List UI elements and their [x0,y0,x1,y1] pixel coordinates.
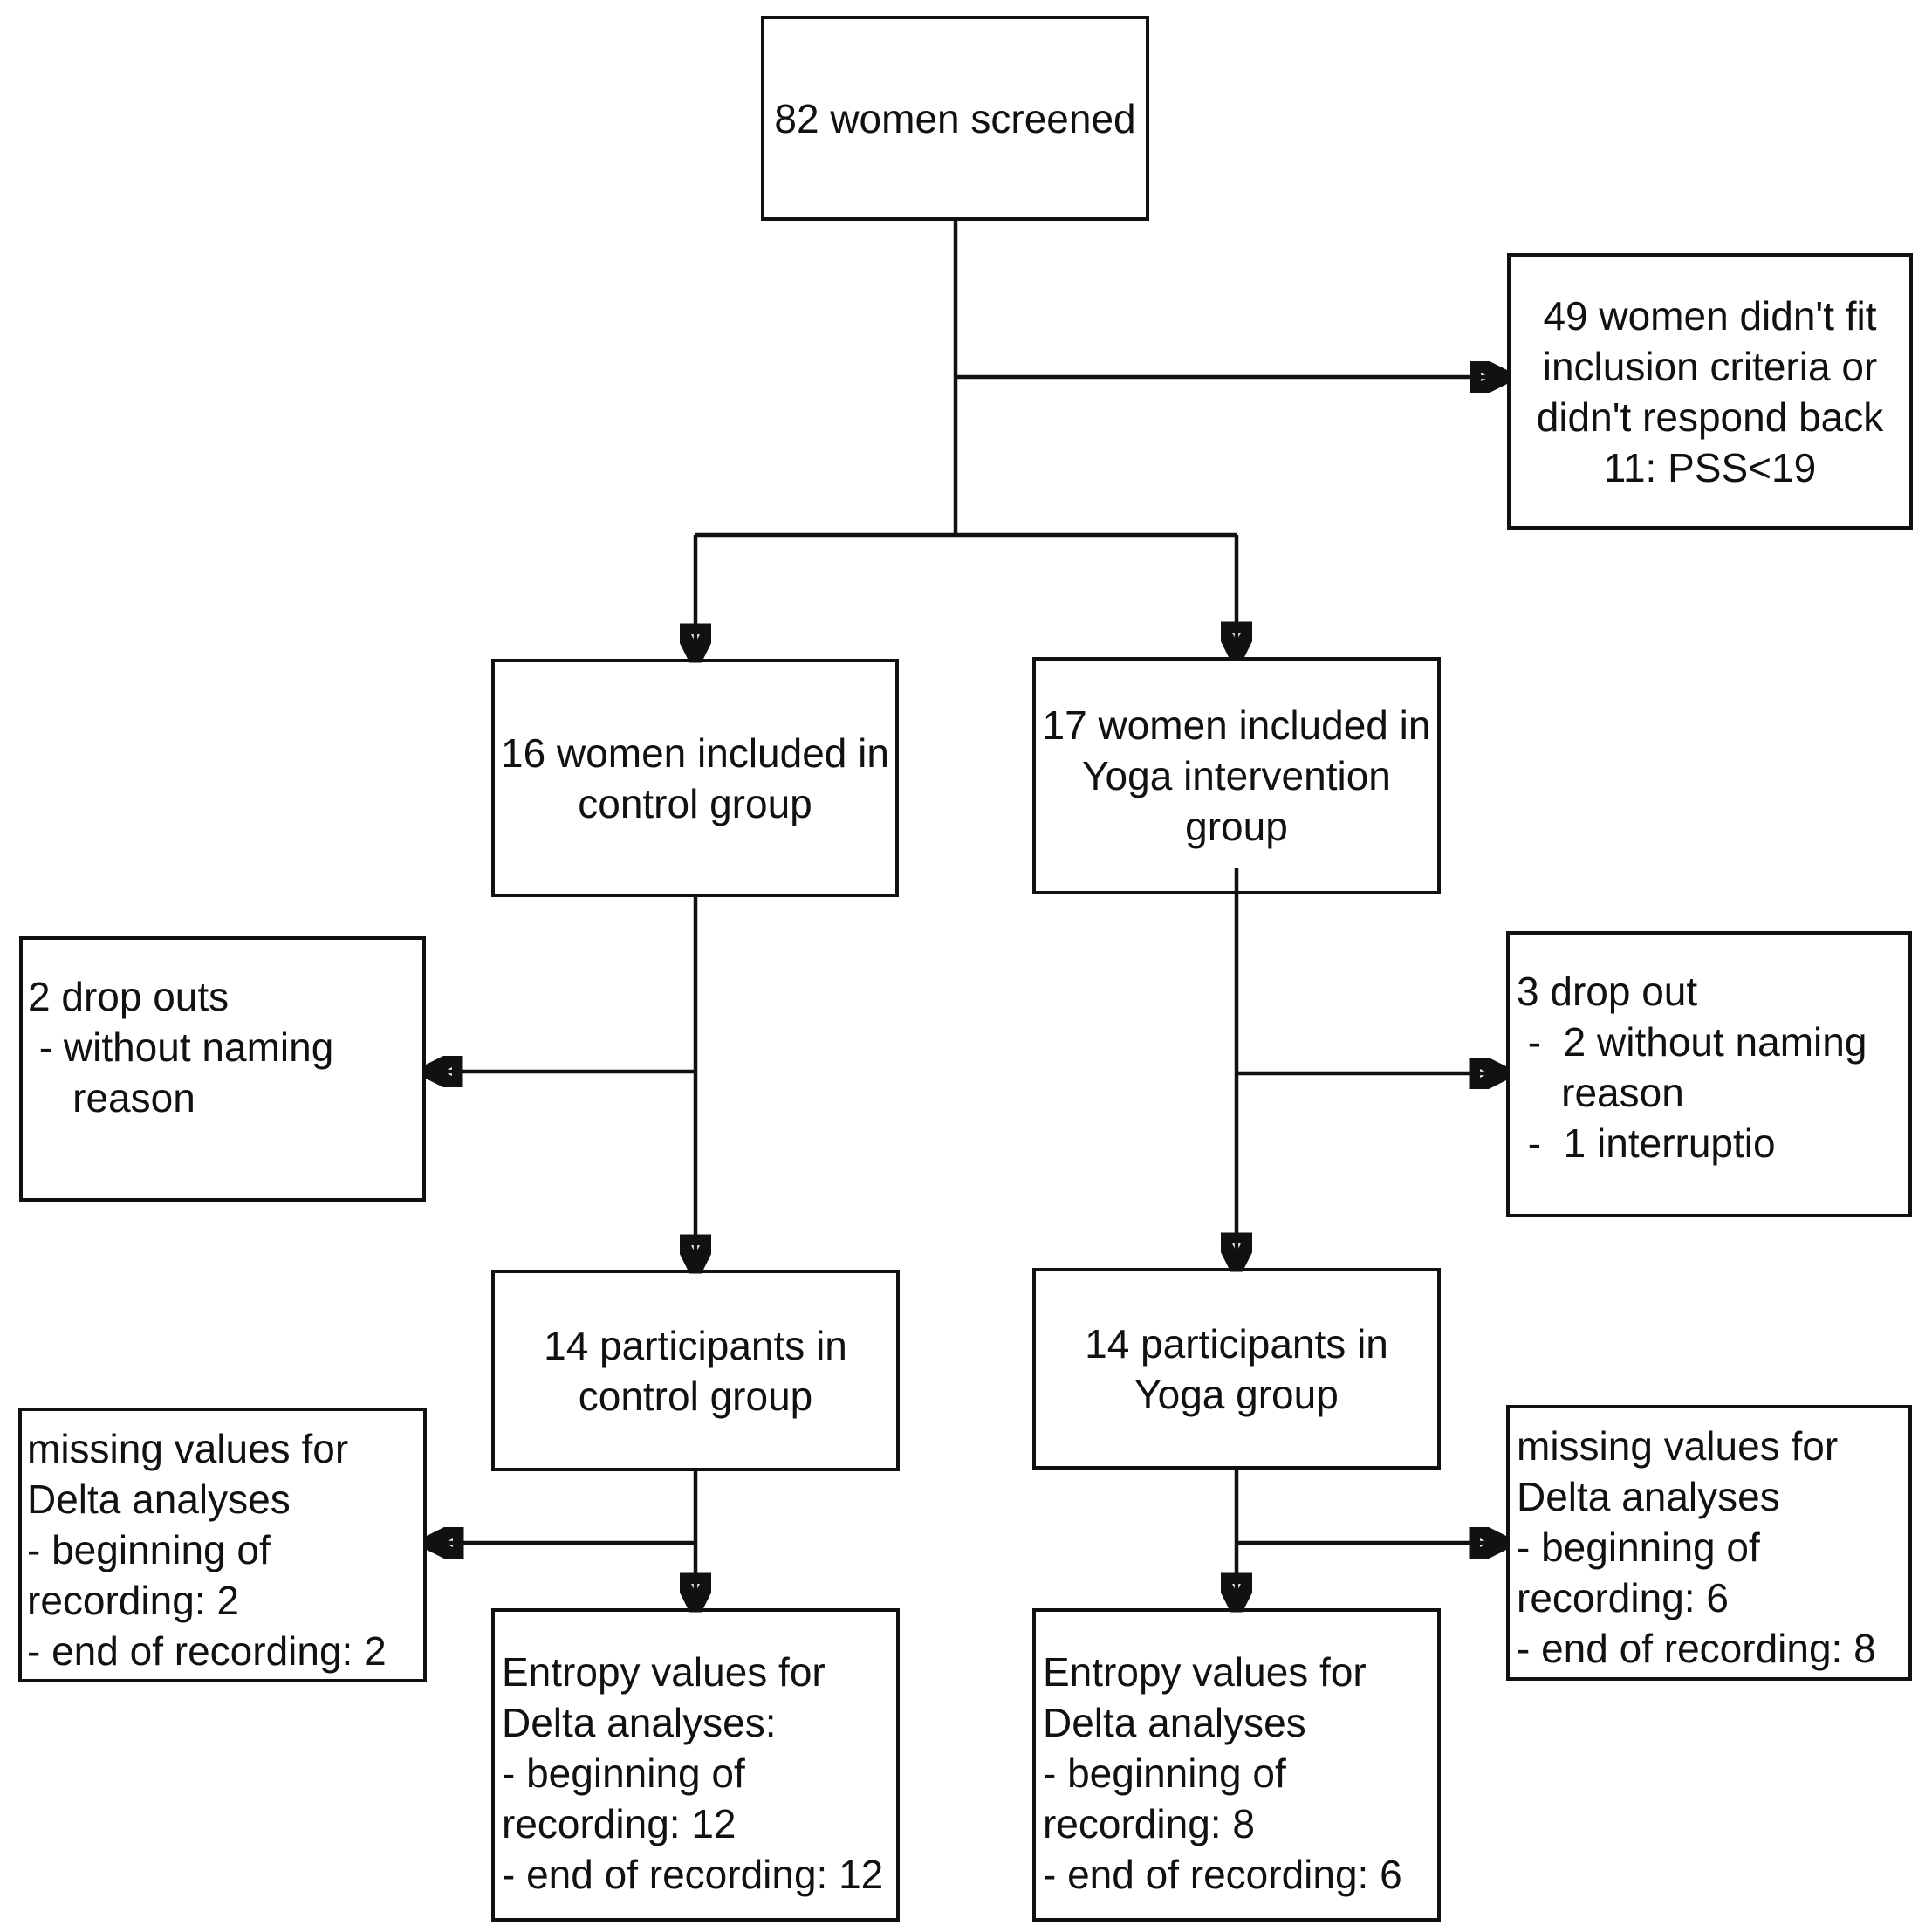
box-control-missing-values-text: missing values for Delta analyses - begi… [27,1426,387,1674]
box-control-included: 16 women included in control group [491,659,899,897]
box-yoga-dropouts-text: 3 drop out - 2 without naming reason - 1… [1517,969,1867,1166]
box-control-included-text: 16 women included in control group [501,730,889,826]
box-yoga-participants-text: 14 participants in Yoga group [1085,1320,1388,1417]
box-yoga-participants: 14 participants in Yoga group [1032,1268,1441,1470]
box-control-missing-values: missing values for Delta analyses - begi… [18,1408,427,1682]
box-yoga-included-text: 17 women included in Yoga intervention g… [1042,702,1431,849]
box-control-participants-text: 14 participants in control group [544,1322,847,1419]
box-control-entropy-text: Entropy values for Delta analyses: - beg… [502,1649,884,1897]
box-women-screened-text: 82 women screened [774,95,1136,141]
box-yoga-dropouts: 3 drop out - 2 without naming reason - 1… [1506,931,1912,1217]
box-control-entropy: Entropy values for Delta analyses: - beg… [491,1608,900,1922]
box-yoga-missing-values-text: missing values for Delta analyses - begi… [1517,1423,1876,1671]
box-control-dropouts-text: 2 drop outs - without naming reason [28,974,334,1120]
box-yoga-missing-values: missing values for Delta analyses - begi… [1506,1405,1912,1681]
box-control-dropouts: 2 drop outs - without naming reason [19,936,426,1202]
box-yoga-entropy: Entropy values for Delta analyses - begi… [1032,1608,1441,1922]
box-women-screened: 82 women screened [761,16,1149,221]
box-yoga-included: 17 women included in Yoga intervention g… [1032,657,1441,894]
box-exclusion-text: 49 women didn't fit inclusion criteria o… [1536,292,1884,490]
box-yoga-entropy-text: Entropy values for Delta analyses - begi… [1043,1649,1402,1897]
